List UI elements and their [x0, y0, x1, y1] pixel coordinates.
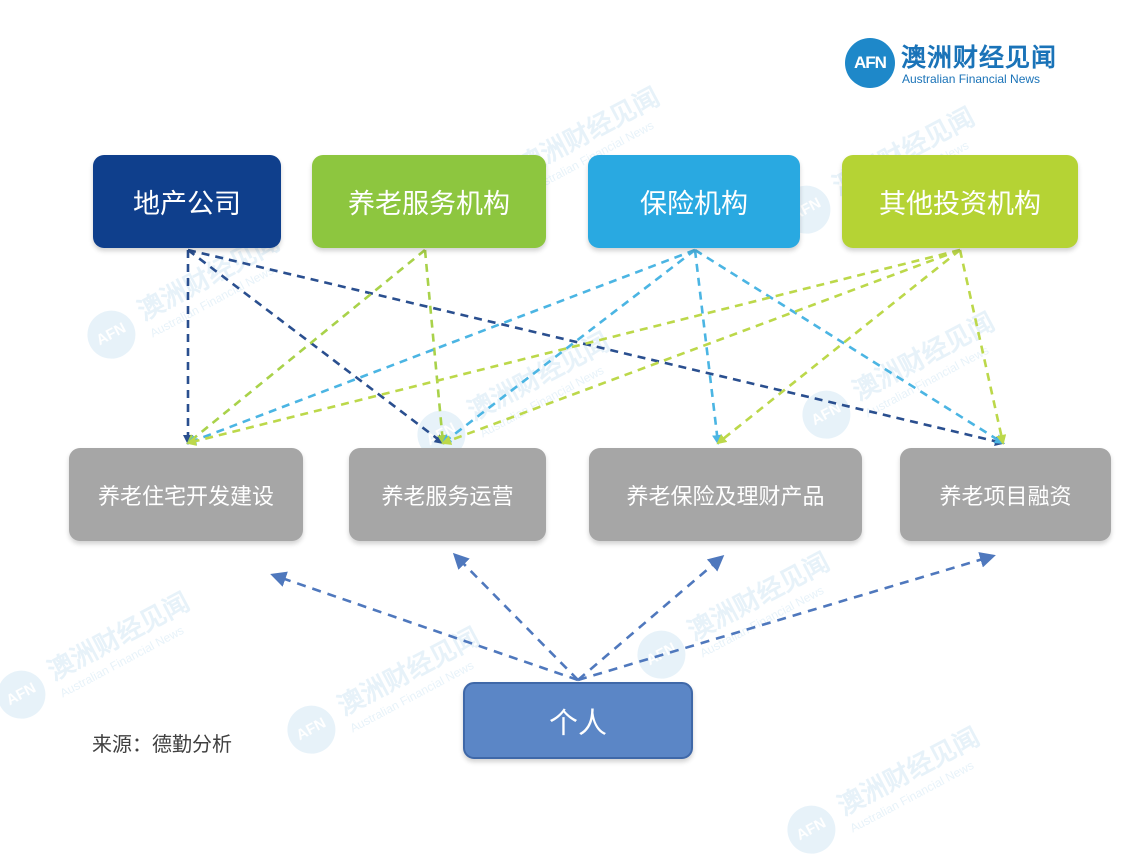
brand-name-cn: 澳洲财经见闻 [901, 43, 1058, 72]
edge-保险机构-养老服务运营 [441, 248, 696, 445]
edge-保险机构-养老项目融资 [694, 248, 1005, 445]
node-elderly-project-financing: 养老项目融资 [900, 448, 1111, 541]
edge-养老服务机构-养老服务运营 [423, 249, 448, 445]
edge-其他投资机构-养老项目融资 [958, 249, 1007, 445]
node-elderly-housing-development: 养老住宅开发建设 [69, 448, 303, 541]
afn-logo-icon: AFN [845, 38, 895, 88]
node-elderly-service-operation: 养老服务运营 [349, 448, 546, 541]
node-other-investment-institution: 其他投资机构 [842, 155, 1078, 248]
edge-其他投资机构-养老住宅开发建设 [186, 248, 961, 446]
edge-养老服务机构-养老住宅开发建设 [186, 248, 426, 445]
edge-保险机构-养老保险及理财产品 [693, 249, 723, 445]
brand-name-en: Australian Financial News [902, 72, 1041, 86]
edge-地产公司-养老服务运营 [187, 248, 445, 445]
edge-保险机构-养老住宅开发建设 [186, 248, 696, 445]
edge-其他投资机构-养老服务运营 [441, 248, 961, 445]
edge-个人-养老住宅开发建设 [270, 571, 579, 682]
node-insurance-institution: 保险机构 [588, 155, 800, 248]
node-pension-insurance-wealth-products: 养老保险及理财产品 [589, 448, 862, 541]
node-real-estate-company: 地产公司 [93, 155, 281, 248]
node-elderly-service-institution: 养老服务机构 [312, 155, 546, 248]
brand-logo: AFN 澳洲财经见闻 Australian Financial News [845, 36, 1085, 92]
edge-个人-养老保险及理财产品 [577, 555, 725, 681]
edge-个人-养老项目融资 [577, 552, 996, 682]
source-note: 来源：德勤分析 [92, 732, 232, 756]
edge-其他投资机构-养老保险及理财产品 [716, 248, 961, 445]
edge-个人-养老服务运营 [452, 552, 579, 681]
node-individual: 个人 [463, 682, 693, 759]
